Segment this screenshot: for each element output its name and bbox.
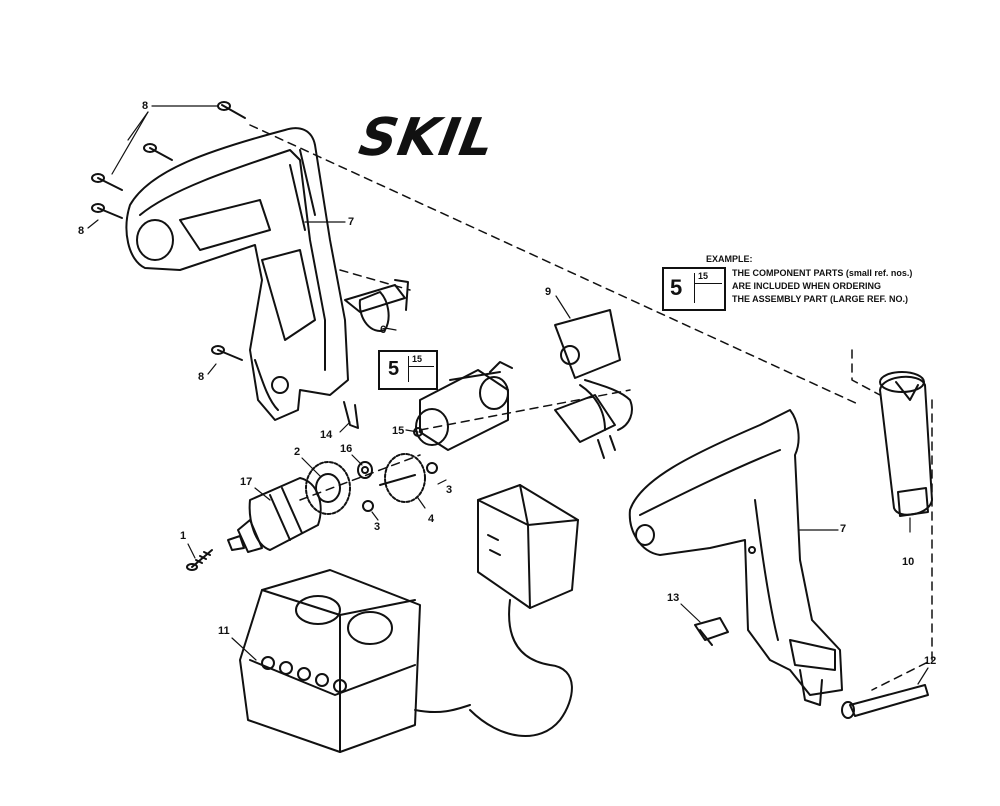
label-part-11: 11 bbox=[218, 625, 230, 637]
label-part-2: 2 bbox=[294, 446, 301, 458]
label-part-8: 8 bbox=[198, 371, 205, 383]
example-number-box: 5 15 bbox=[662, 267, 726, 311]
label-part-17: 17 bbox=[240, 476, 253, 488]
label-part-15: 15 bbox=[392, 425, 405, 437]
screw-leader-lines bbox=[87, 105, 219, 375]
assembly-big-number: 5 bbox=[388, 358, 400, 380]
switch-module bbox=[554, 309, 633, 459]
example-line-3: THE ASSEMBLY PART (LARGE REF. NO.) bbox=[732, 294, 909, 304]
label-part-7: 7 bbox=[348, 216, 355, 228]
hex-key bbox=[841, 684, 929, 719]
trigger-switch bbox=[344, 279, 409, 332]
example-legend: EXAMPLE: 5 15 THE COMPONENT PARTS (small… bbox=[662, 254, 952, 314]
label-part-10: 10 bbox=[902, 556, 915, 568]
label-part-7: 7 bbox=[840, 523, 847, 535]
example-heading: EXAMPLE: bbox=[706, 254, 753, 264]
drill-chuck bbox=[227, 477, 322, 553]
small-bushings bbox=[362, 462, 438, 512]
label-part-9: 9 bbox=[545, 286, 552, 298]
example-line-1: THE COMPONENT PARTS (small ref. nos.) bbox=[732, 268, 913, 278]
part-leader-lines bbox=[187, 221, 929, 685]
label-part-8: 8 bbox=[78, 225, 85, 237]
label-part-4: 4 bbox=[428, 513, 435, 525]
assembly-small-number: 15 bbox=[412, 354, 423, 364]
assembly-guide-lines bbox=[249, 124, 933, 691]
label-part-13: 13 bbox=[667, 592, 680, 604]
planet-gear bbox=[379, 453, 426, 503]
right-housing-half bbox=[628, 409, 843, 706]
contact-clip bbox=[343, 401, 359, 429]
ring-gear bbox=[305, 461, 351, 515]
assembly-ref-box: 5 15 bbox=[378, 350, 438, 390]
label-part-1: 1 bbox=[180, 530, 187, 542]
housing-screws bbox=[91, 101, 246, 361]
example-rule bbox=[694, 283, 722, 284]
example-small-number: 15 bbox=[698, 271, 709, 281]
example-line-2: ARE INCLUDED WHEN ORDERING bbox=[732, 281, 882, 291]
skil-logo: SKIL bbox=[354, 108, 500, 168]
motor bbox=[413, 361, 513, 451]
label-part-3: 3 bbox=[374, 521, 381, 533]
label-part-14: 14 bbox=[320, 429, 333, 441]
label-part-8: 8 bbox=[142, 100, 149, 112]
label-part-6: 6 bbox=[380, 324, 387, 336]
battery-pack bbox=[879, 371, 933, 517]
bushing bbox=[357, 461, 373, 479]
label-part-12: 12 bbox=[924, 655, 937, 667]
wall-adapter bbox=[469, 484, 579, 737]
assembly-rule bbox=[408, 366, 434, 367]
terminal-clip bbox=[694, 617, 729, 646]
label-part-16: 16 bbox=[340, 443, 353, 455]
assembly-divider bbox=[408, 356, 409, 382]
label-part-3: 3 bbox=[446, 484, 453, 496]
example-big-number: 5 bbox=[670, 275, 683, 300]
chuck-screw bbox=[186, 549, 213, 571]
left-housing-half bbox=[125, 127, 349, 421]
charger-base bbox=[239, 569, 471, 753]
example-divider bbox=[694, 273, 695, 303]
